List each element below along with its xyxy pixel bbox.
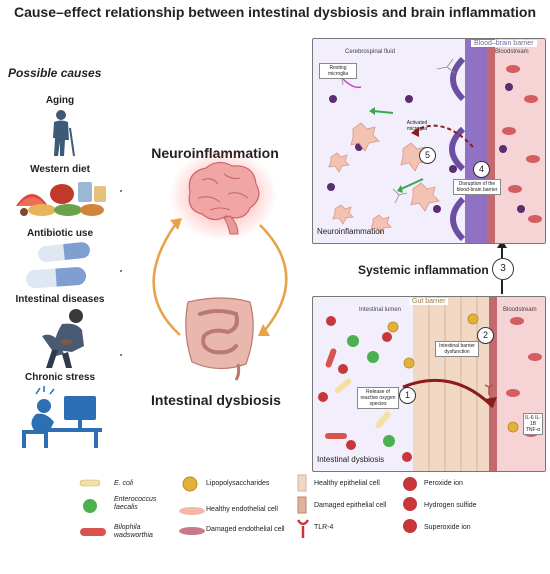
- legend-superoxide: Superoxide ion: [424, 524, 471, 531]
- legend-damaged-epithelial: Damaged epithelial cell: [314, 502, 387, 509]
- inflamed-brain-icon: [169, 150, 277, 241]
- bilophila-icon: [80, 528, 106, 536]
- healthy-endothelial-icon: [179, 507, 205, 515]
- brain-panel-footer: Neuroinflammation: [317, 227, 385, 236]
- legend-e-coli: E. coli: [114, 480, 134, 487]
- csf-label: Cerebrospinal fluid: [345, 49, 396, 55]
- peroxide-ion-icon: [403, 477, 417, 491]
- downward-arrow: [259, 224, 288, 331]
- blood-brain-barrier-header: Blood–brain barrier: [471, 40, 537, 47]
- ros-release-note: Release of reactive oxygen species: [357, 387, 399, 409]
- person-abdominal-pain-icon: [42, 309, 84, 368]
- healthy-epithelial-icon: [297, 474, 307, 492]
- damaged-endothelial-icon: [179, 527, 205, 535]
- legend-enterococcus: Enterococcus faecalis: [114, 496, 157, 511]
- cause-intestinal-diseases-label: Intestinal diseases: [15, 294, 105, 305]
- bbb-disruption-note: Disruption of the blood-brain barrier: [453, 179, 501, 195]
- e-coli-icon: [79, 479, 101, 487]
- step-4-badge: 4: [473, 161, 490, 178]
- cause-antibiotic-label: Antibiotic use: [26, 228, 94, 239]
- intestinal-lumen-label: Intestinal lumen: [359, 307, 402, 313]
- gut-bloodstream-label: Bloodstream: [503, 307, 537, 313]
- gut-panel-footer: Intestinal dysbiosis: [317, 455, 385, 464]
- cycle-arrows: [152, 218, 288, 336]
- lps-icon: [182, 476, 198, 492]
- legend-lps: Lipopolysaccharides: [206, 480, 270, 487]
- stressed-person-desk-icon: [22, 386, 102, 448]
- upward-flow-arrow: [497, 240, 507, 294]
- connector-dot: [120, 354, 122, 356]
- elderly-person-icon: [53, 110, 75, 157]
- upward-arrow: [152, 224, 181, 336]
- legend-healthy-endothelial: Healthy endothelial cell: [206, 506, 278, 513]
- step-1-badge: 1: [399, 387, 416, 404]
- gut-barrier-panel: Gut barrier Intestinal lumen Bloodstream…: [312, 296, 546, 472]
- superoxide-ion-icon: [403, 519, 417, 533]
- cytokines-note: IL-6 IL-1B TNF-α: [523, 413, 543, 435]
- figure-title: Cause–effect relationship between intest…: [13, 4, 536, 20]
- arrowhead-icon: [258, 324, 270, 336]
- damaged-epithelial-icon: [297, 496, 307, 514]
- barrier-dysfunction-note: Intestinal barrier dysfunction: [435, 341, 479, 357]
- cause-western-diet-label: Western diet: [30, 164, 90, 175]
- step-5-badge: 5: [419, 147, 436, 164]
- brain-bloodstream-label: Bloodstream: [495, 49, 529, 55]
- legend-healthy-epithelial: Healthy epithelial cell: [314, 480, 380, 487]
- systemic-inflammation-label: Systemic inflammation: [358, 263, 489, 277]
- legend-tlr4: TLR-4: [314, 524, 334, 531]
- step-2-badge: 2: [477, 327, 494, 344]
- legend-hydrogen-sulfide: Hydrogen sulfide: [424, 502, 477, 509]
- cause-aging-label: Aging: [45, 95, 75, 106]
- brain-barrier-panel: Blood–brain barrier Cerebrospinal fluid …: [312, 38, 546, 244]
- western-diet-food-icon: [16, 182, 106, 216]
- causes-heading: Possible causes: [8, 66, 102, 80]
- intestinal-dysbiosis-label: Intestinal dysbiosis: [151, 392, 281, 408]
- legend-bilophila: Bilophila wadsworthia: [114, 524, 153, 539]
- hydrogen-sulfide-icon: [403, 497, 417, 511]
- arrowhead-icon: [170, 218, 182, 230]
- resting-microglia-note: Resting microglia: [319, 63, 357, 79]
- cause-chronic-stress-label: Chronic stress: [24, 372, 96, 383]
- legend-peroxide: Peroxide ion: [424, 480, 463, 487]
- capsule-pills-icon: [26, 242, 90, 289]
- gut-barrier-header: Gut barrier: [409, 298, 449, 305]
- legend: E. coli Enterococcus faecalis Bilophila …: [78, 474, 548, 570]
- intestine-icon: [185, 297, 254, 381]
- activated-microglia-note: Activated microglia: [406, 120, 428, 132]
- enterococcus-icon: [83, 499, 97, 513]
- tlr4-icon: [296, 519, 310, 538]
- step-3-badge: 3: [492, 258, 514, 280]
- connector-dot: [120, 270, 122, 272]
- legend-damaged-endothelial: Damaged endothelial cell: [206, 526, 285, 533]
- gut-barrier-illustration: [318, 297, 545, 471]
- connector-dot: [120, 190, 122, 192]
